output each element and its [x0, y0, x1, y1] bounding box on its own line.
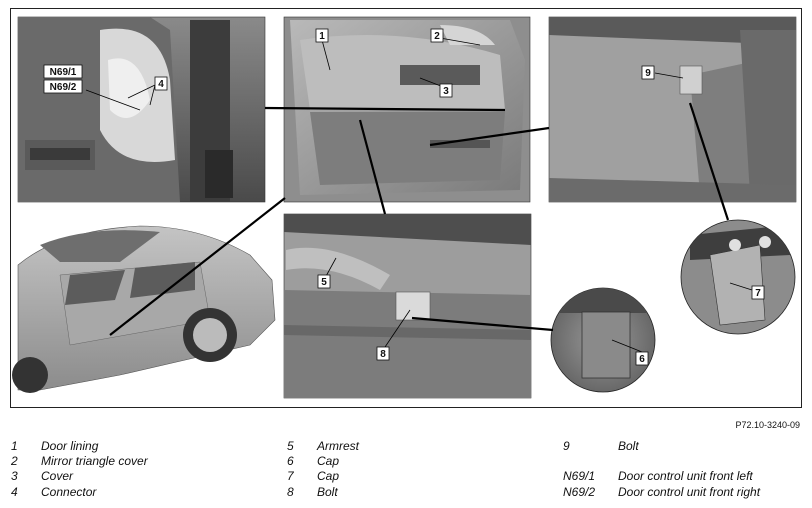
- callout-n69-2-text: N69/2: [50, 82, 77, 93]
- callout-1-text: 1: [319, 31, 325, 42]
- legend-text: Door control unit front right: [618, 485, 761, 499]
- callout-8: 8: [376, 346, 390, 361]
- document-reference: P72.10-3240-09: [735, 420, 800, 430]
- callout-5-text: 5: [321, 277, 327, 288]
- figure-frame: [10, 8, 802, 408]
- callout-8-text: 8: [380, 349, 386, 360]
- photo-door-lining: [283, 16, 531, 203]
- leader-lines: [85, 37, 753, 353]
- callout-n69-1-text: N69/1: [50, 67, 77, 78]
- legend-text: Bolt: [618, 439, 639, 453]
- callout-6-text: 6: [639, 354, 645, 365]
- legend-text: Cap: [317, 469, 340, 483]
- legend-text: Cap: [317, 454, 340, 468]
- legend-number: N69/1: [563, 469, 596, 483]
- legend-text: Cover: [41, 469, 74, 483]
- callout-7-text: 7: [755, 288, 761, 299]
- legend-number: 1: [11, 439, 18, 453]
- legend-text: Bolt: [317, 485, 338, 499]
- legend-number: 3: [11, 469, 18, 483]
- zoom-cap-armrest: [550, 287, 656, 393]
- callout-6: 6: [635, 351, 649, 366]
- legend-number: 6: [287, 454, 294, 468]
- legend-number: 2: [11, 454, 18, 468]
- callout-1: 1: [315, 28, 329, 43]
- photo-armrest: [283, 213, 532, 399]
- callout-9-text: 9: [645, 68, 651, 79]
- service-diagram: 1 2 3 4 N69/1 N69/2 5 8 9 6 7: [12, 16, 797, 399]
- callout-9: 9: [641, 65, 655, 80]
- legend-text: Armrest: [317, 439, 359, 453]
- legend-text: Mirror triangle cover: [41, 454, 148, 468]
- callout-7: 7: [751, 285, 765, 300]
- photo-door-control-unit: [17, 16, 266, 203]
- legend-text: Connector: [41, 485, 97, 499]
- callout-n69-2: N69/2: [43, 79, 83, 94]
- callout-2-text: 2: [434, 31, 440, 42]
- callout-3-text: 3: [443, 86, 449, 97]
- callout-3: 3: [439, 83, 453, 98]
- legend-number: 5: [287, 439, 294, 453]
- callout-4-text: 4: [158, 79, 164, 90]
- connector-lines: [109, 102, 730, 336]
- callout-4: 4: [154, 76, 168, 91]
- legend-number: 9: [563, 439, 570, 453]
- legend-text: Door lining: [41, 439, 99, 453]
- callout-n69-1: N69/1: [43, 64, 83, 79]
- callout-5: 5: [317, 274, 331, 289]
- legend-number: N69/2: [563, 485, 596, 499]
- legend-number: 7: [287, 469, 294, 483]
- zoom-cap-door: [680, 219, 796, 335]
- legend: 1 Door lining 2 Mirror triangle cover 3 Cov…: [0, 439, 812, 505]
- legend-text: Door control unit front left: [618, 469, 753, 483]
- legend-number: 4: [11, 485, 18, 499]
- legend-number: 8: [287, 485, 294, 499]
- callout-2: 2: [430, 28, 444, 43]
- photo-cap-bolt: [548, 16, 797, 203]
- photo-vehicle: [12, 225, 276, 393]
